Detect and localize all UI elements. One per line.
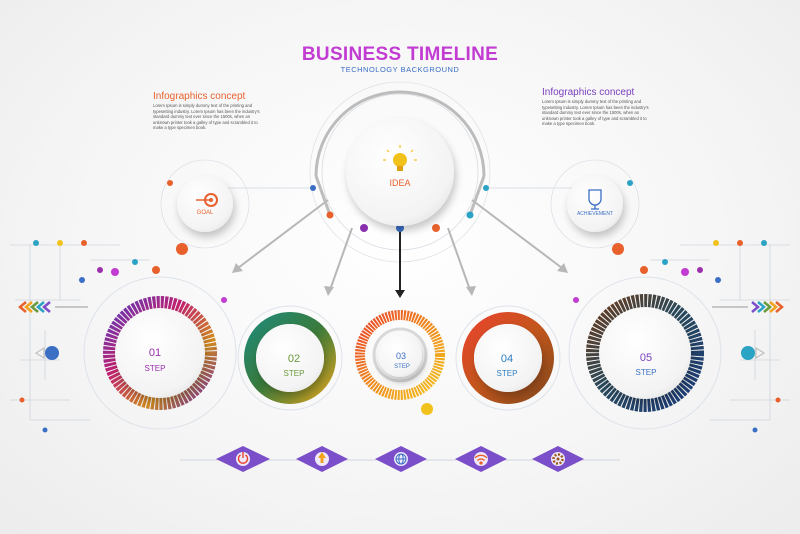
connector-arrows <box>237 199 563 291</box>
step-03-ring <box>355 310 445 400</box>
target-icon <box>196 193 218 207</box>
step-05-label: STEP <box>635 368 657 377</box>
page-subtitle: TECHNOLOGY BACKGROUND <box>340 65 460 74</box>
step-01-ring <box>83 276 237 430</box>
goal-node <box>177 176 233 232</box>
step-01-label: STEP <box>144 364 166 373</box>
step-03-number: 03 <box>395 351 407 361</box>
idea-label: IDEA <box>389 178 411 188</box>
step-01-number: 01 <box>148 347 162 359</box>
goal-label: GOAL <box>196 210 214 216</box>
achievement-node <box>567 176 623 232</box>
achievement-label: ACHIEVEMENT <box>576 211 614 217</box>
step-02-ring <box>237 305 343 411</box>
bottom-icon-row <box>180 446 620 472</box>
trophy-icon <box>588 189 602 210</box>
right-note-heading: Infographics concept <box>542 87 635 98</box>
left-chevrons <box>18 301 51 313</box>
left-note-body: Lorem Ipsum is simply dummy text of the … <box>153 103 260 131</box>
globe-icon <box>395 453 407 465</box>
step-04-number: 04 <box>500 353 514 365</box>
step-05-ring <box>568 276 722 430</box>
step-02-label: STEP <box>283 369 305 378</box>
step-04-ring <box>455 305 561 411</box>
idea-node <box>346 118 454 226</box>
step-03-label: STEP <box>394 364 410 370</box>
step-05-number: 05 <box>639 352 653 364</box>
left-note-heading: Infographics concept <box>153 91 246 102</box>
gear-icon <box>552 453 564 465</box>
step-02-number: 02 <box>287 353 301 365</box>
power-icon <box>237 452 249 464</box>
right-chevrons <box>751 301 784 313</box>
page-title: BUSINESS TIMELINE <box>301 44 499 65</box>
step-04-label: STEP <box>496 369 518 378</box>
wifi-icon <box>474 454 488 465</box>
lightbulb-icon <box>383 145 417 171</box>
upload-icon <box>318 452 326 463</box>
decorative-dots <box>19 240 781 433</box>
right-note-body: Lorem Ipsum is simply dummy text of the … <box>542 99 649 127</box>
